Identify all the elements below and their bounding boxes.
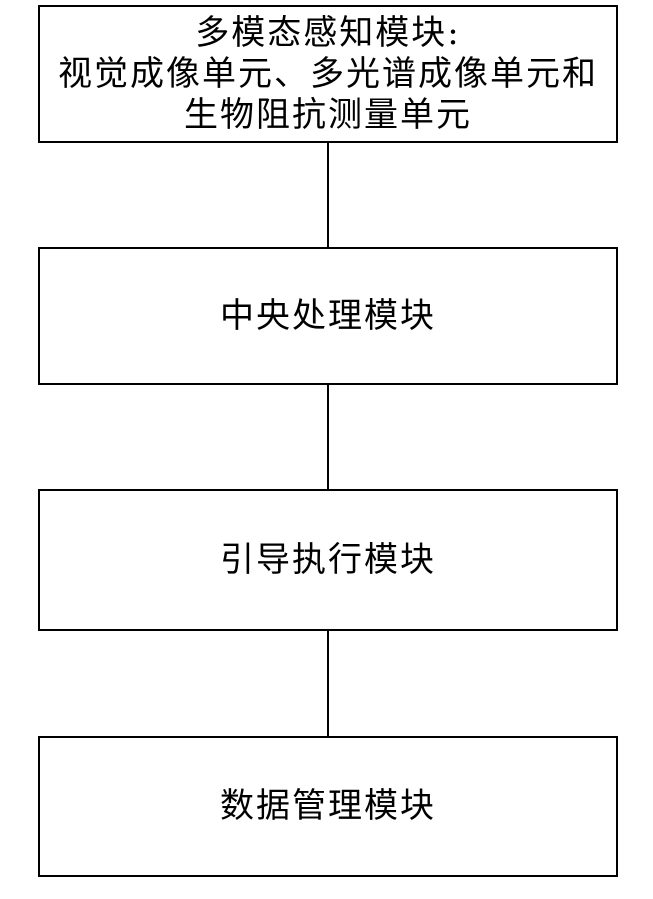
box-text-line: 生物阻抗测量单元 [184, 94, 472, 135]
module-box-guidance-execution: 引导执行模块 [38, 489, 618, 631]
connector-line-processing-to-guidance [327, 383, 329, 491]
module-box-multimodal-perception: 多模态感知模块: 视觉成像单元、多光谱成像单元和 生物阻抗测量单元 [38, 5, 618, 143]
connector-line-perception-to-processing [327, 141, 329, 249]
box-text-line: 引导执行模块 [220, 539, 436, 580]
module-box-central-processing: 中央处理模块 [38, 247, 618, 385]
box-text-line: 数据管理模块 [220, 786, 436, 826]
box-text-line: 多模态感知模块: [195, 12, 461, 53]
module-box-data-management: 数据管理模块 [38, 736, 618, 877]
box-text-line: 视觉成像单元、多光谱成像单元和 [58, 53, 598, 94]
box-text-line: 中央处理模块 [220, 295, 436, 336]
connector-line-guidance-to-data [327, 629, 329, 738]
